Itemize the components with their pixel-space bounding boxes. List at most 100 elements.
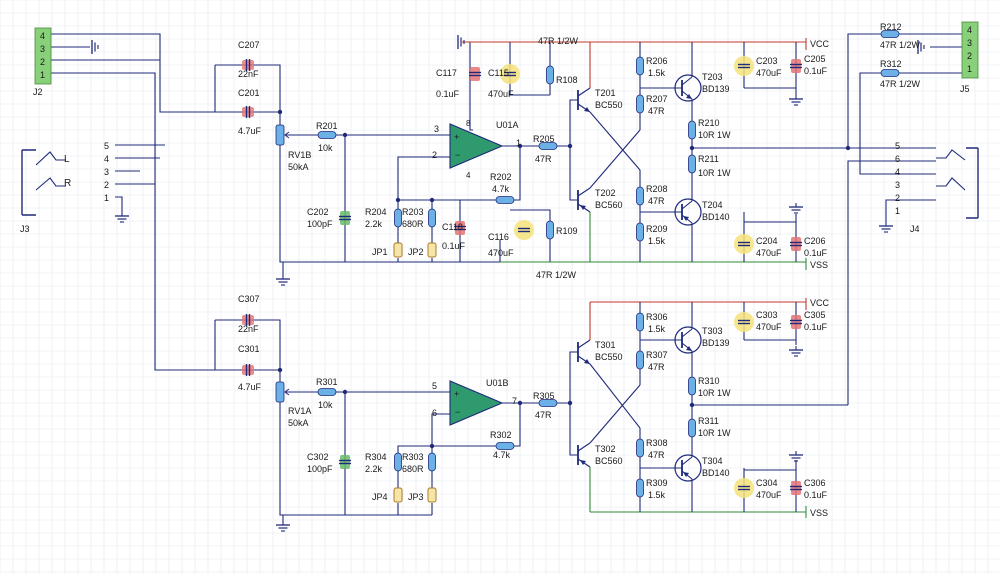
wire xyxy=(279,112,284,275)
c307-value: 22nF xyxy=(238,324,259,334)
r206-ref: R206 xyxy=(646,56,668,66)
c118 xyxy=(454,221,466,235)
rv1b-ref: RV1B xyxy=(288,150,311,160)
wire xyxy=(115,196,123,212)
c301 xyxy=(242,364,254,376)
wire xyxy=(859,72,936,175)
r210-value: 10R 1W xyxy=(698,130,731,140)
r302-ref: R302 xyxy=(490,430,512,440)
wire xyxy=(569,146,578,201)
r201-value: 10k xyxy=(318,143,333,153)
wire xyxy=(51,72,215,371)
junction xyxy=(277,367,283,373)
c204 xyxy=(734,234,754,254)
c203-value: 470uF xyxy=(756,68,782,78)
jp2 xyxy=(427,242,437,258)
j5-label: J5 xyxy=(960,84,970,94)
j2-ground-icon xyxy=(91,40,99,54)
r301-value: 10k xyxy=(318,400,333,410)
j3-audio-jack xyxy=(21,149,66,216)
r303-value: 680R xyxy=(402,464,424,474)
junction xyxy=(517,143,523,149)
t301 xyxy=(577,339,591,365)
r108-ref: R108 xyxy=(556,75,578,85)
r205 xyxy=(538,142,558,150)
u01b-ref: U01B xyxy=(486,378,509,388)
c303-ref: C303 xyxy=(756,310,778,320)
pin-number: 1 xyxy=(895,206,900,216)
wire xyxy=(214,65,280,113)
c116-ref: C116 xyxy=(488,232,509,242)
c206-value: 0.1uF xyxy=(804,248,828,258)
wire xyxy=(509,42,550,96)
r310 xyxy=(688,376,696,396)
t202 xyxy=(577,187,591,213)
c205-ground-icon xyxy=(789,95,803,106)
rv1a-value: 50kA xyxy=(288,418,309,428)
c307-ref: C307 xyxy=(238,294,260,304)
t203-value: BD139 xyxy=(702,84,730,94)
t303-ref: T303 xyxy=(702,326,723,336)
j5-header xyxy=(961,21,979,79)
r312 xyxy=(880,69,900,77)
r205-ref: R205 xyxy=(533,134,555,144)
r304 xyxy=(394,452,402,472)
c201 xyxy=(242,106,254,118)
junction xyxy=(567,400,573,406)
r204 xyxy=(394,208,402,228)
c115-ref: C115 xyxy=(488,68,509,78)
r306-ref: R306 xyxy=(646,312,668,322)
r201 xyxy=(317,131,337,139)
rv1b xyxy=(275,124,294,146)
c206 xyxy=(790,237,802,251)
t304-value: BD140 xyxy=(702,468,730,478)
c117-value: 0.1uF xyxy=(436,89,460,99)
pin-number: 2 xyxy=(104,180,109,190)
c302-value: 100pF xyxy=(307,464,333,474)
c306 xyxy=(790,481,802,495)
c304 xyxy=(734,478,754,498)
r210 xyxy=(688,120,696,140)
r308 xyxy=(636,438,644,458)
pin-number: 5 xyxy=(104,141,109,151)
r208 xyxy=(636,186,644,206)
svg-text:+: + xyxy=(454,389,459,399)
r308-ref: R308 xyxy=(646,438,668,448)
r207 xyxy=(636,94,644,114)
t204 xyxy=(674,198,702,226)
c204-value: 470uF xyxy=(756,248,782,258)
pin-number: 6 xyxy=(895,154,900,164)
c301-value: 4.7uF xyxy=(238,382,262,392)
j4-audio-jack xyxy=(936,147,979,219)
c207-ref: C207 xyxy=(238,40,260,50)
r211-value: 10R 1W xyxy=(698,168,731,178)
pin-number: 3 xyxy=(104,167,109,177)
j3-left-channel-label: L xyxy=(64,154,70,165)
c306-value: 0.1uF xyxy=(804,490,828,500)
t204-ref: T204 xyxy=(702,200,723,210)
lower-ground-icon xyxy=(276,521,290,532)
pin-number: 3 xyxy=(895,180,900,190)
r206 xyxy=(636,56,644,76)
wire xyxy=(279,370,284,522)
t203 xyxy=(674,74,702,102)
j4-label: J4 xyxy=(910,224,920,234)
r206-value: 1.5k xyxy=(648,68,666,78)
r211-ref: R211 xyxy=(698,154,719,164)
c116 xyxy=(514,220,534,240)
pin-number: 2 xyxy=(967,51,972,61)
r302 xyxy=(495,442,515,450)
svg-text:−: − xyxy=(455,150,460,160)
r109-ref: R109 xyxy=(556,226,578,236)
t201 xyxy=(577,87,591,113)
u01a-pin1: 1 xyxy=(516,138,521,148)
r307-ref: R307 xyxy=(646,350,668,360)
t203-ref: T203 xyxy=(702,72,723,82)
c117-ground-icon xyxy=(457,35,465,49)
pin-number: 4 xyxy=(895,167,900,177)
pin-number: 5 xyxy=(895,141,900,151)
wire xyxy=(283,240,501,263)
r312-ref: R312 xyxy=(880,59,902,69)
u01a-pin8: 8 xyxy=(466,119,471,128)
